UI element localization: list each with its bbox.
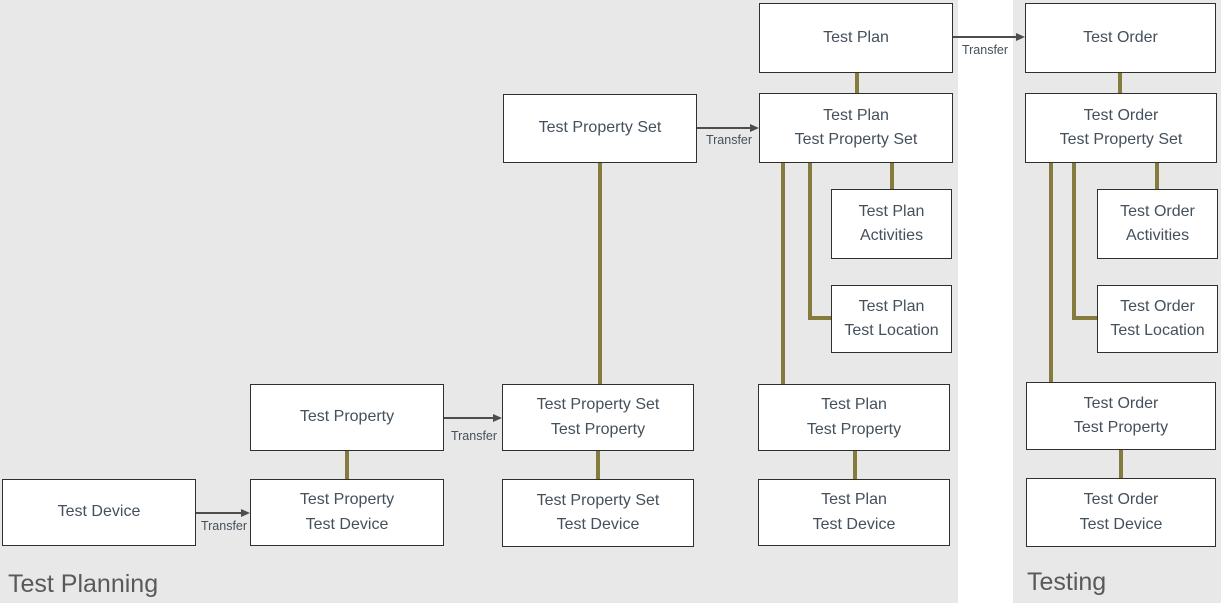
connector-order-tps--order-test-location-v bbox=[1072, 163, 1076, 320]
node-test-order-test-property-set-label: Test Property Set bbox=[1059, 131, 1183, 148]
node-test-property-test-device-label: Test Property bbox=[299, 491, 395, 508]
transfer-test-property-line bbox=[444, 417, 494, 419]
connector-plan-tps--plan-test-property bbox=[781, 163, 785, 384]
node-test-property-set-test-device-label: Test Property Set bbox=[536, 491, 660, 509]
transfer-test-plan-arrowhead-icon bbox=[1016, 32, 1025, 41]
region-label-test-planning: Test Planning bbox=[8, 570, 159, 598]
node-test-order-test-location-label: Test Order bbox=[1120, 297, 1195, 315]
node-test-plan-test-device-label: Test Plan bbox=[821, 491, 887, 508]
connector-tps--tps-test-property bbox=[598, 163, 602, 384]
node-test-plan-label: Test Plan bbox=[823, 28, 889, 46]
region-label-testing: Testing bbox=[1027, 568, 1107, 596]
node-test-order-activities-label: Activities bbox=[1125, 227, 1190, 244]
node-test-plan-test-location-label: Test Plan bbox=[858, 297, 925, 315]
node-test-property-test-device-label: Test Device bbox=[305, 515, 389, 533]
connector-plan-test-property--plan-test-device bbox=[853, 451, 857, 479]
transfer-test-property-label: Transfer bbox=[450, 429, 498, 443]
node-test-property-set-test-property-label: Test Property bbox=[550, 420, 646, 438]
transfer-test-property-set-arrowhead-icon bbox=[750, 123, 759, 132]
transfer-test-property-arrowhead-icon bbox=[493, 413, 502, 422]
node-test-plan-activities-label: Test Plan bbox=[858, 202, 925, 220]
connector-plan-tps--plan-activities bbox=[890, 163, 894, 189]
node-test-property-set: Test Property Set bbox=[503, 94, 697, 163]
node-test-property-set-label: Test Property Set bbox=[538, 119, 662, 137]
transfer-test-property-set-label: Transfer bbox=[705, 133, 753, 147]
node-test-property: Test Property bbox=[250, 384, 444, 451]
transfer-test-plan-line bbox=[953, 36, 1017, 38]
connector-plan-tps--plan-test-location-v bbox=[808, 163, 812, 320]
connector-order-tps--order-test-location-h bbox=[1072, 316, 1097, 320]
node-test-order-activities-label: Test Order bbox=[1120, 202, 1195, 220]
connector-order-tps--order-test-property bbox=[1049, 163, 1053, 382]
transfer-test-property-set-line bbox=[697, 127, 751, 129]
node-test-order-test-location-label: Test Location bbox=[1110, 322, 1205, 339]
node-test-order-test-property-label: Test Order bbox=[1083, 394, 1159, 412]
connector-order-test-property--order-test-device bbox=[1119, 450, 1123, 478]
node-test-order: Test Order bbox=[1025, 3, 1216, 73]
connector-plan-tps--plan-test-location-h bbox=[808, 316, 831, 320]
node-test-plan: Test Plan bbox=[759, 3, 953, 73]
transfer-test-device-arrowhead-icon bbox=[241, 508, 250, 517]
node-test-plan-test-property-label: Test Property bbox=[806, 420, 902, 438]
connector-test-order--test-order-tps bbox=[1118, 73, 1122, 94]
node-test-plan-test-property-set-label: Test Property Set bbox=[794, 131, 918, 148]
connector-order-tps--order-activities bbox=[1155, 163, 1159, 189]
connector-test-property--property-test-device bbox=[345, 451, 349, 479]
node-test-plan-test-location-label: Test Location bbox=[844, 322, 939, 339]
node-test-property-set-test-device-label: Test Device bbox=[556, 516, 640, 533]
node-test-plan-test-device-label: Test Device bbox=[812, 515, 896, 533]
node-test-plan-test-property-label: Test Plan bbox=[821, 396, 887, 413]
node-test-plan-activities-label: Activities bbox=[859, 227, 924, 244]
node-test-order-label: Test Order bbox=[1083, 28, 1158, 46]
node-test-order-test-device-label: Test Device bbox=[1079, 515, 1163, 533]
node-test-order-test-device-label: Test Order bbox=[1083, 491, 1159, 508]
node-test-device: Test Device bbox=[2, 479, 196, 546]
transfer-test-device-line bbox=[196, 512, 242, 514]
connector-test-plan--test-plan-tps bbox=[855, 73, 859, 93]
node-test-plan-test-property-set-label: Test Plan bbox=[823, 106, 889, 124]
connector-tps-test-property--tps-test-device bbox=[596, 451, 600, 479]
node-test-property-set-test-property-label: Test Property Set bbox=[536, 396, 660, 413]
transfer-test-plan-label: Transfer bbox=[961, 43, 1009, 57]
node-test-order-test-property-set-label: Test Order bbox=[1083, 106, 1159, 124]
node-test-property-label: Test Property bbox=[299, 408, 395, 426]
transfer-test-device-label: Transfer bbox=[200, 519, 248, 533]
node-test-device-label: Test Device bbox=[57, 503, 141, 521]
node-test-order-test-property-label: Test Property bbox=[1073, 419, 1169, 436]
